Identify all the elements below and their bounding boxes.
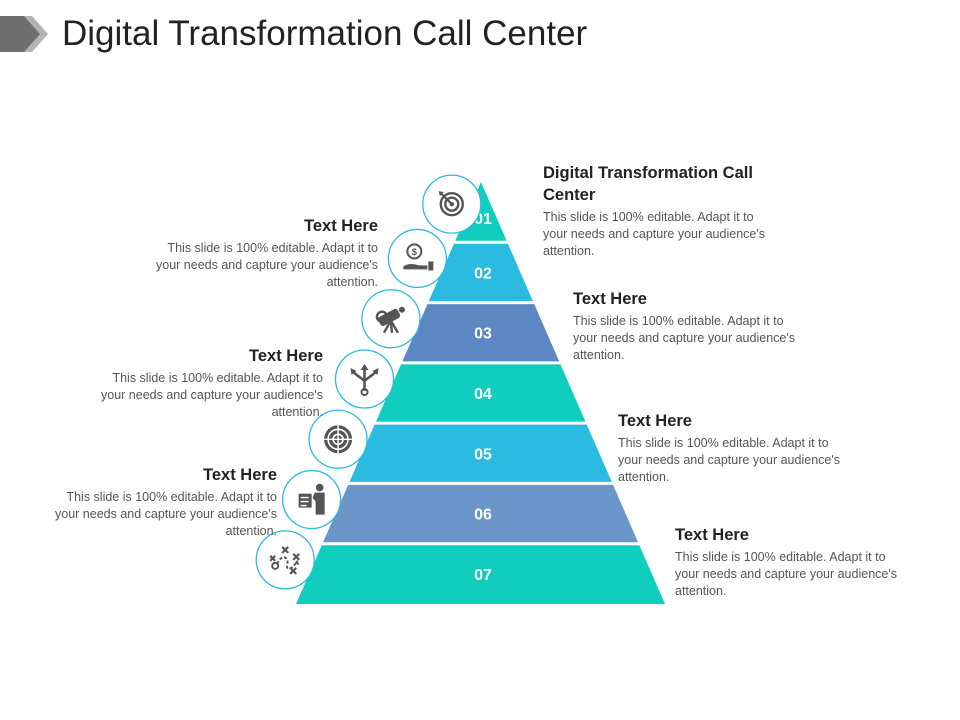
- level-number: 02: [474, 265, 492, 282]
- callout-body: This slide is 100% editable. Adapt it to…: [101, 371, 323, 419]
- callout-body: This slide is 100% editable. Adapt it to…: [675, 550, 897, 598]
- callout-heading: Text Here: [618, 412, 692, 430]
- callout-right-3: Text Here This slide is 100% editable. A…: [618, 410, 840, 486]
- target-arrow-icon: [422, 174, 482, 234]
- callout-body: This slide is 100% editable. Adapt it to…: [573, 314, 795, 362]
- presenter-board-icon: [281, 469, 342, 530]
- level-number: 03: [474, 326, 492, 343]
- pyramid-level-06: [323, 484, 639, 543]
- pyramid-level-05: [349, 424, 612, 482]
- callout-body: This slide is 100% editable. Adapt it to…: [618, 436, 840, 484]
- callout-right-2: Text Here This slide is 100% editable. A…: [573, 288, 795, 364]
- pyramid-level-07: [296, 545, 665, 604]
- page-title: Digital Transformation Call Center: [62, 14, 588, 53]
- split-arrows-icon: [334, 349, 395, 409]
- level-number: 05: [474, 446, 492, 463]
- callout-body: This slide is 100% editable. Adapt it to…: [156, 241, 378, 289]
- svg-text:$: $: [412, 247, 417, 257]
- telescope-icon: [361, 289, 421, 349]
- callout-heading: Text Here: [675, 526, 749, 544]
- level-number: 07: [474, 567, 492, 584]
- callout-heading: Digital Transformation Call Center: [543, 164, 753, 204]
- crosshair-icon: [308, 409, 368, 469]
- pyramid-level-02: [428, 243, 533, 302]
- callout-left-3: Text Here This slide is 100% editable. A…: [55, 464, 277, 540]
- callout-right-4: Text Here This slide is 100% editable. A…: [675, 524, 897, 600]
- title-chevron-icon: [0, 16, 48, 52]
- callout-heading: Text Here: [573, 290, 647, 308]
- pyramid-level-04: [375, 364, 586, 422]
- level-number: 06: [474, 507, 492, 524]
- callout-heading: Text Here: [249, 347, 323, 365]
- callout-heading: Text Here: [203, 466, 277, 484]
- dollar-hand-icon: $: [387, 228, 448, 289]
- level-number: 04: [474, 386, 492, 403]
- pyramid-level-03: [402, 304, 560, 362]
- callout-heading: Text Here: [304, 217, 378, 235]
- callout-left-1: Text Here This slide is 100% editable. A…: [156, 215, 378, 291]
- strategy-play-icon: [255, 530, 315, 590]
- callout-body: This slide is 100% editable. Adapt it to…: [55, 490, 277, 538]
- callout-left-2: Text Here This slide is 100% editable. A…: [101, 345, 323, 421]
- callout-body: This slide is 100% editable. Adapt it to…: [543, 210, 765, 258]
- callout-right-1: Digital Transformation Call Center This …: [543, 162, 773, 260]
